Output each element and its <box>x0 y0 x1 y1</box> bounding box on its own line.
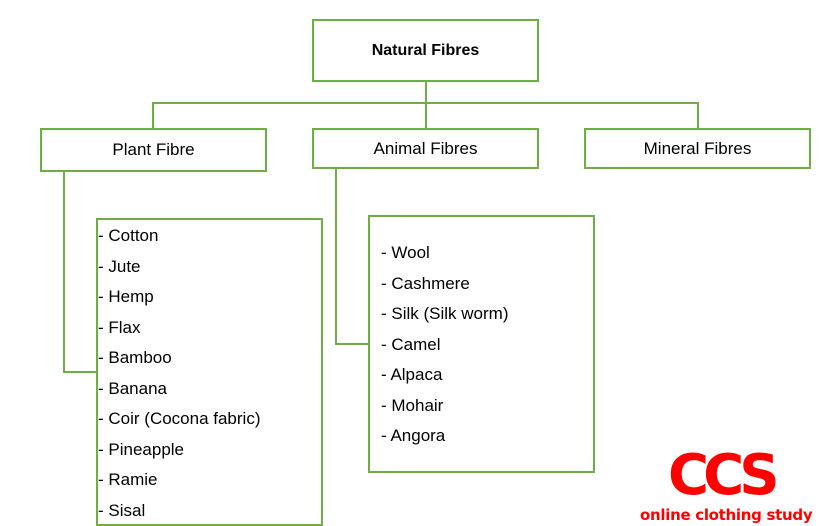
connector-animal-down <box>425 102 427 130</box>
animal-list-item: - Silk (Silk worm) <box>381 304 509 323</box>
connector-plant-down <box>152 102 154 130</box>
plant-list-item: - Flax <box>98 318 141 337</box>
category-label-animal: Animal Fibres <box>373 138 478 158</box>
category-label-plant: Plant Fibre <box>112 140 195 159</box>
connector-animal-list-vertical <box>335 168 337 345</box>
plant-fibre-list: - Cotton - Jute - Hemp - Flax - Bamboo -… <box>96 218 323 526</box>
plant-list-item: - Banana <box>98 379 167 398</box>
plant-list-item: - Hemp <box>98 287 154 306</box>
animal-list-item: - Camel <box>381 335 441 354</box>
animal-list-item: - Mohair <box>381 396 444 415</box>
ocs-logo: CCS online clothing study <box>640 444 820 526</box>
category-node-plant-fibre: Plant Fibre <box>40 128 267 172</box>
connector-animal-list-horizontal <box>335 343 370 345</box>
root-node-natural-fibres: Natural Fibres <box>312 19 539 82</box>
plant-list-item: - Ramie <box>98 470 158 489</box>
plant-list-item: - Sisal <box>98 501 146 520</box>
connector-mineral-down <box>697 102 699 130</box>
plant-list-item: - Cotton <box>98 226 159 245</box>
plant-list-item: - Pineapple <box>98 440 185 459</box>
root-node-label: Natural Fibres <box>371 41 480 59</box>
animal-fibre-list: - Wool - Cashmere - Silk (Silk worm) - C… <box>368 215 595 473</box>
category-label-mineral: Mineral Fibres <box>643 138 752 158</box>
logo-text: online clothing study <box>640 506 813 524</box>
logo-mark: CCS <box>668 443 780 508</box>
animal-list-item: - Cashmere <box>381 274 470 293</box>
plant-list-item: - Bamboo <box>98 348 172 367</box>
plant-list-item: - Coir (Cocona fabric) <box>98 409 261 428</box>
connector-plant-list-vertical <box>63 171 65 373</box>
plant-list-item: - Jute <box>98 257 141 276</box>
animal-list-item: - Angora <box>381 426 446 445</box>
category-node-animal-fibres: Animal Fibres <box>312 128 539 169</box>
connector-root-down <box>425 81 427 104</box>
animal-list-item: - Alpaca <box>381 365 443 384</box>
category-node-mineral-fibres: Mineral Fibres <box>584 128 811 169</box>
animal-list-item: - Wool <box>381 243 430 262</box>
connector-plant-list-horizontal <box>63 371 98 373</box>
